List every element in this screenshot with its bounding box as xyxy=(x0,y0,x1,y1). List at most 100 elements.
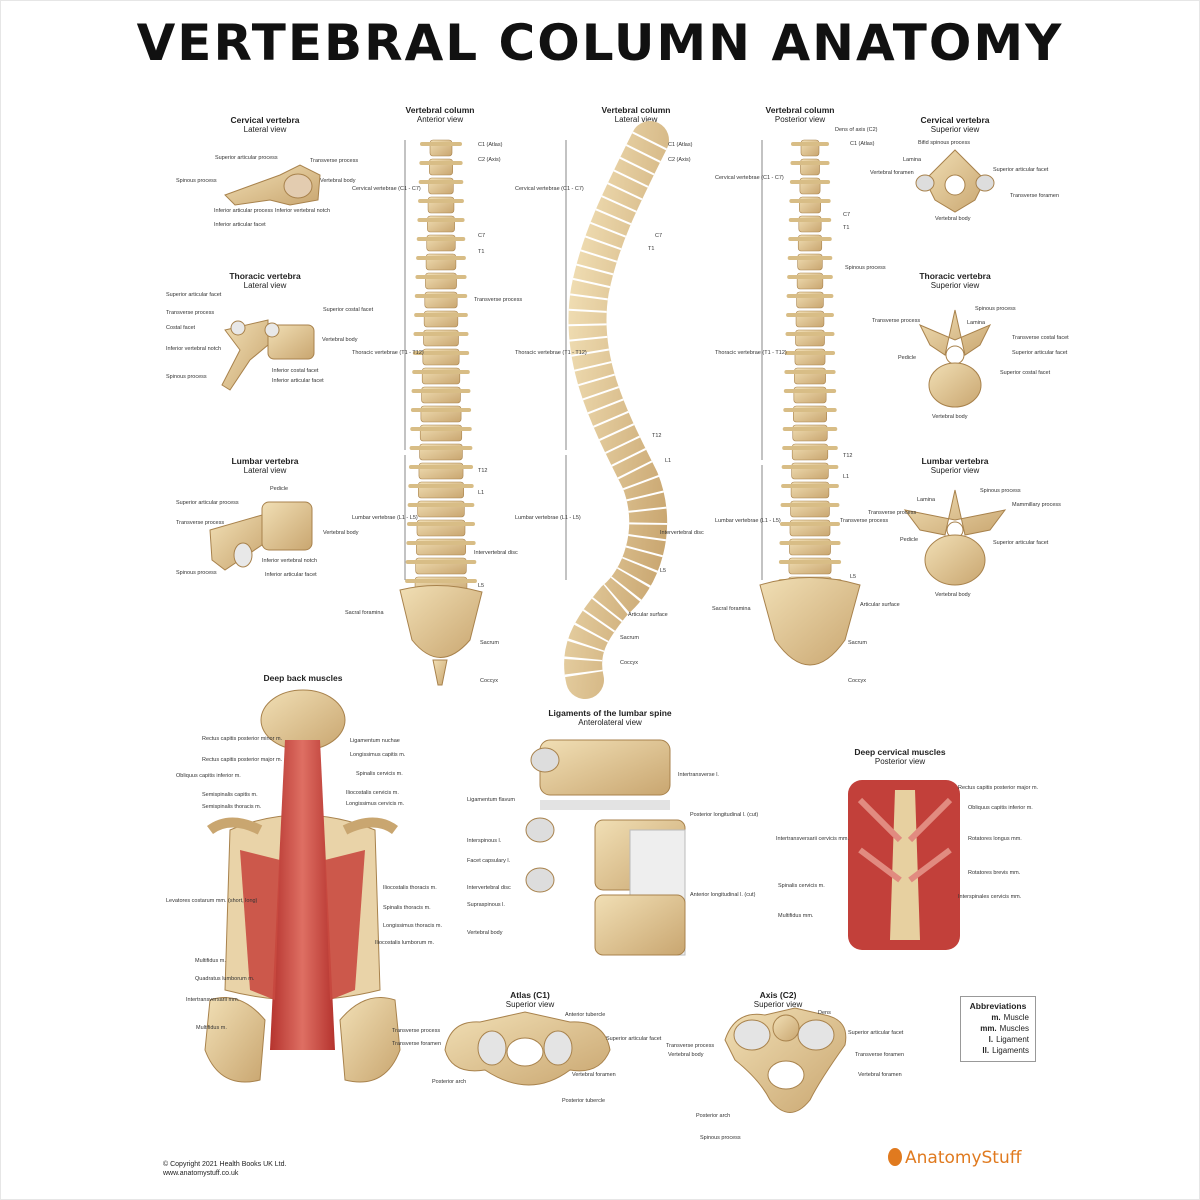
label: Transverse process xyxy=(840,518,889,524)
abbreviations-box: Abbreviations m.Muscle mm.Muscles l.Liga… xyxy=(960,996,1036,1062)
transverse-process xyxy=(786,294,834,298)
atlas-heading: Atlas (C1)Superior view xyxy=(505,990,555,1009)
label: Inferior articular facet xyxy=(214,222,266,228)
transverse-process xyxy=(785,332,835,336)
transverse-process xyxy=(420,142,462,146)
transverse-process xyxy=(416,256,466,260)
label: Vertebral body xyxy=(323,530,359,536)
label: Transverse process xyxy=(392,1028,441,1034)
label: Rotatores brevis mm. xyxy=(968,870,1021,876)
label: Interspinales cervicis mm. xyxy=(958,894,1022,900)
transverse-process xyxy=(406,541,476,545)
label: Superior costal facet xyxy=(1000,370,1051,376)
transverse-process xyxy=(408,484,474,488)
label: Spinous process xyxy=(700,1135,741,1141)
label: Posterior arch xyxy=(696,1113,731,1119)
deep-back-muscles-heading: Deep back muscles xyxy=(263,673,343,683)
transverse-process xyxy=(419,161,463,165)
brand-name: AnatomyStuff xyxy=(905,1148,1022,1168)
label: Lamina xyxy=(967,320,986,326)
label: Superior articular process xyxy=(215,155,278,161)
lumbar-vertebra-lateral-illustration xyxy=(209,501,313,571)
transverse-process xyxy=(414,313,468,317)
transverse-process xyxy=(783,408,837,412)
label: Intervertebral disc xyxy=(474,550,518,556)
label: Vertebral body xyxy=(935,592,971,598)
transverse-process xyxy=(416,237,466,241)
sacrum-posterior-shape xyxy=(759,577,861,666)
label: L5 xyxy=(478,583,485,589)
transverse-process xyxy=(413,332,469,336)
website-link[interactable]: www.anatomystuff.co.uk xyxy=(163,1170,239,1177)
label: Multifidus m. xyxy=(195,958,226,964)
label: Quadratus lumborum m. xyxy=(195,976,255,982)
transverse-process xyxy=(412,351,470,355)
transverse-process xyxy=(789,180,831,184)
transverse-process xyxy=(786,313,834,317)
label: Superior articular facet xyxy=(848,1030,904,1036)
transverse-process xyxy=(787,275,833,279)
transverse-process xyxy=(417,218,465,222)
label: Lumbar vertebrae (L1 - L5) xyxy=(715,518,781,524)
transverse-process xyxy=(405,579,477,583)
deep-back-muscles-illustration xyxy=(204,689,401,1083)
label: Superior articular process xyxy=(176,500,239,506)
label: Sacrum xyxy=(480,640,499,646)
label: Rotatores longus mm. xyxy=(968,836,1022,842)
label: Transverse process xyxy=(872,318,921,324)
label: Lumbar vertebrae (L1 - L5) xyxy=(352,515,418,521)
label: Articular surface xyxy=(628,612,668,618)
label: Supraspinous l. xyxy=(467,902,505,908)
label: Cervical vertebrae (C1 - C7) xyxy=(515,186,584,192)
label: Transverse foramen xyxy=(392,1041,442,1047)
transverse-process xyxy=(788,237,832,241)
label: C7 xyxy=(478,233,486,239)
label: Thoracic vertebrae (T1 - T12) xyxy=(352,350,424,356)
transverse-process xyxy=(412,370,470,374)
label: Superior articular facet xyxy=(993,540,1049,546)
transverse-process xyxy=(415,275,467,279)
label: Inferior articular process xyxy=(214,208,273,214)
axis-c2-illustration xyxy=(724,1007,847,1113)
transverse-process xyxy=(418,180,464,184)
label: Rectus capitis posterior major m. xyxy=(202,757,283,763)
label: Multifidus mm. xyxy=(778,913,814,919)
vertebral-column-posterior-illustration xyxy=(778,139,842,594)
label: Cervical vertebrae (C1 - C7) xyxy=(352,186,421,192)
label: Inferior vertebral notch xyxy=(275,208,331,214)
transverse-process xyxy=(780,503,840,507)
cervical-vertebra-superior-illustration xyxy=(915,149,995,213)
label: C1 (Atlas) xyxy=(850,141,875,147)
label: T1 xyxy=(648,246,655,252)
label: Coccyx xyxy=(848,678,867,684)
label: Pedicle xyxy=(898,355,917,361)
label: Intervertebral disc xyxy=(660,530,704,536)
transverse-process xyxy=(405,560,477,564)
label: Spinous process xyxy=(176,178,217,184)
label: Superior articular facet xyxy=(1012,350,1068,356)
label: Articular surface xyxy=(860,602,900,608)
transverse-process xyxy=(782,427,838,431)
label: Transverse foramen xyxy=(855,1052,905,1058)
label: Sacrum xyxy=(848,640,867,646)
label: Cervical vertebrae (C1 - C7) xyxy=(715,175,784,181)
label: L5 xyxy=(850,574,857,580)
transverse-process xyxy=(790,161,830,165)
transverse-process xyxy=(784,370,836,374)
label: Iliocostalis thoracis m. xyxy=(383,885,437,891)
abbreviations-title: Abbreviations xyxy=(969,1001,1027,1011)
label: Posterior tubercle xyxy=(562,1098,606,1104)
transverse-process xyxy=(407,522,475,526)
poster-title: VERTEBRAL COLUMN ANATOMY xyxy=(136,14,1064,72)
label: Transverse costal facet xyxy=(1012,335,1069,341)
label: Spinous process xyxy=(845,265,886,271)
label: Transverse process xyxy=(310,158,359,164)
label: T12 xyxy=(843,453,853,459)
label: Transverse process xyxy=(474,297,523,303)
label: C1 (Atlas) xyxy=(478,142,503,148)
